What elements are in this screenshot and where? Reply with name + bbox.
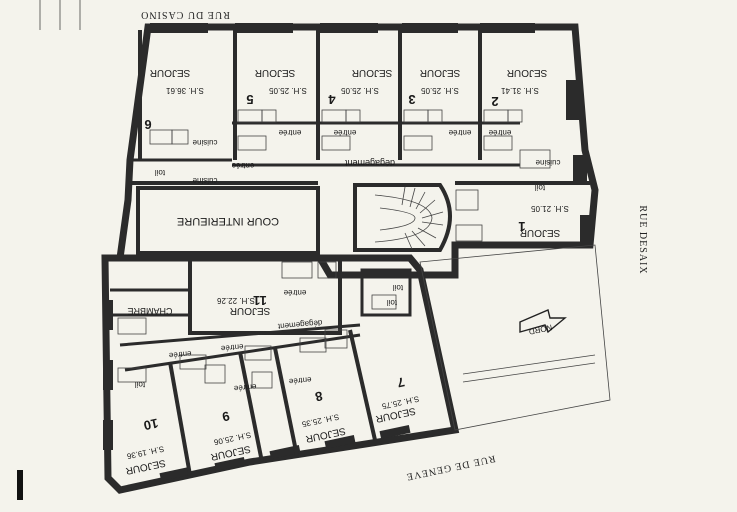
apartment-9: SEJOUR S.H. 25.06 9 [210, 408, 252, 462]
room-labels: cuisine cuisine cuisine entrée entrée en… [127, 128, 560, 393]
svg-text:S.H. 31.41: S.H. 31.41 [501, 86, 539, 95]
svg-text:S.H. 25.05: S.H. 25.05 [421, 86, 459, 95]
open-lot [419, 244, 611, 431]
svg-text:4: 4 [328, 92, 336, 107]
street-bottom-label: RUE DE GENEVE [405, 453, 497, 483]
crop-marks [17, 0, 81, 500]
svg-text:entrée: entrée [278, 128, 301, 137]
svg-text:8: 8 [314, 388, 324, 404]
lower-block-walls [101, 254, 460, 494]
svg-text:entrée: entrée [233, 382, 257, 393]
svg-text:7: 7 [396, 374, 406, 390]
courtyard-label: COUR INTERIEURE [177, 215, 279, 227]
svg-text:SEJOUR: SEJOUR [520, 227, 561, 238]
svg-text:cuisine: cuisine [192, 138, 217, 147]
svg-text:S.H. 22.26: S.H. 22.26 [217, 296, 255, 305]
svg-text:S.H. 36.61: S.H. 36.61 [166, 86, 204, 95]
svg-text:CHAMBRE: CHAMBRE [127, 306, 172, 316]
street-top-label: RUE DU CASINO [140, 9, 230, 20]
svg-text:toil: toil [155, 168, 165, 177]
apartment-4: SEJOUR S.H. 25.05 4 [328, 67, 393, 107]
svg-text:toil: toil [135, 380, 145, 389]
upper-block-walls [115, 23, 599, 279]
svg-text:6: 6 [144, 117, 151, 132]
svg-text:cuisine: cuisine [192, 176, 217, 185]
svg-text:11: 11 [253, 293, 267, 308]
svg-text:SEJOUR: SEJOUR [255, 67, 296, 78]
svg-text:9: 9 [221, 408, 231, 424]
svg-text:2: 2 [491, 94, 498, 109]
apartment-7: SEJOUR S.H. 25.75 7 [375, 374, 420, 424]
apartment-11: SEJOUR S.H. 22.26 11 [217, 293, 271, 316]
svg-text:SEJOUR: SEJOUR [507, 67, 548, 78]
lower-fixtures [117, 261, 397, 389]
svg-text:S.H. 25.05: S.H. 25.05 [341, 86, 379, 95]
svg-text:entrée: entrée [220, 342, 244, 353]
svg-text:toil: toil [535, 183, 545, 192]
svg-text:SEJOUR: SEJOUR [150, 67, 191, 78]
svg-text:SEJOUR: SEJOUR [420, 67, 461, 78]
svg-text:entrée: entrée [283, 288, 306, 297]
north-arrow-icon [519, 309, 567, 334]
svg-text:toil: toil [393, 283, 403, 292]
apartment-10: SEJOUR S.H. 19.36 10 [125, 416, 167, 476]
svg-text:SEJOUR: SEJOUR [230, 305, 271, 316]
apartment-2: SEJOUR S.H. 31.41 2 [491, 67, 547, 109]
corridor-upper-label: dégagement [344, 158, 395, 168]
apartment-6: SEJOUR S.H. 36.61 6 [144, 67, 204, 132]
svg-text:10: 10 [142, 416, 159, 434]
svg-text:3: 3 [408, 92, 415, 107]
svg-text:cuisine: cuisine [535, 158, 560, 167]
north-label: NORD [528, 323, 553, 337]
svg-text:SEJOUR: SEJOUR [352, 67, 393, 78]
svg-text:S.H. 25.05: S.H. 25.05 [269, 86, 307, 95]
apartment-5: SEJOUR S.H. 25.05 5 [246, 67, 307, 107]
svg-text:1: 1 [518, 219, 525, 234]
svg-text:entrée: entrée [333, 128, 356, 137]
svg-text:entrée: entrée [448, 128, 471, 137]
corridor-lower-label: dégagement [277, 318, 323, 331]
upper-fixtures [149, 109, 551, 242]
svg-text:5: 5 [246, 92, 253, 107]
svg-text:entrée: entrée [168, 349, 192, 360]
svg-text:entrée: entrée [288, 375, 312, 386]
apartment-1: SEJOUR S.H. 21.05 1 [518, 204, 569, 238]
svg-text:entrée: entrée [488, 128, 511, 137]
svg-text:S.H. 25.35: S.H. 25.35 [301, 412, 340, 429]
svg-text:S.H. 21.05: S.H. 21.05 [531, 204, 569, 213]
apartment-3: SEJOUR S.H. 25.05 3 [408, 67, 460, 107]
street-right-label: RUE DESAIX [637, 205, 648, 274]
svg-text:entrée: entrée [231, 161, 254, 170]
apartment-8: SEJOUR S.H. 25.35 8 [301, 388, 347, 444]
svg-text:toil: toil [387, 298, 397, 307]
